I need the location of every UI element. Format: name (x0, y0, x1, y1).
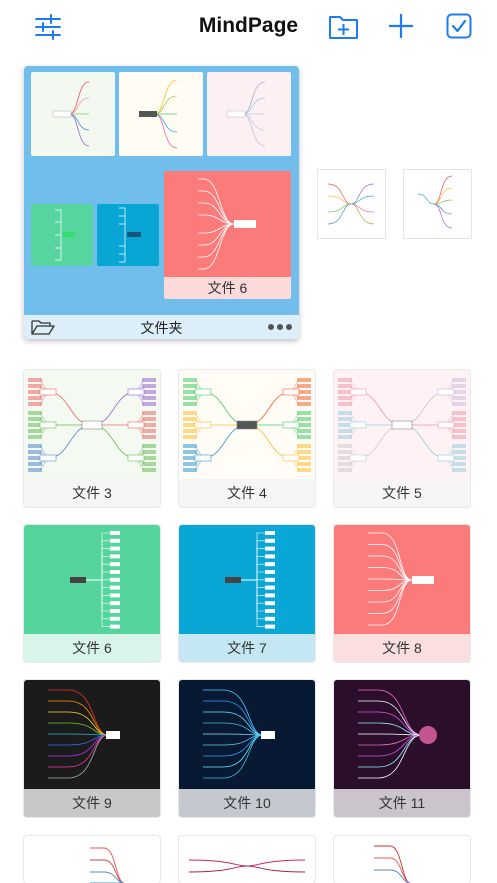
folder-thumb-2 (119, 72, 203, 156)
folder-thumb-3 (207, 72, 291, 156)
folder-inner-file-label: 文件 6 (164, 277, 291, 299)
new-folder-button[interactable] (328, 12, 360, 40)
file-card[interactable]: 文件 6 (24, 525, 160, 662)
folder-thumb-5 (97, 204, 159, 266)
settings-button[interactable] (34, 14, 62, 40)
file-card[interactable]: 文件 5 (334, 370, 470, 507)
more-dots-icon (268, 324, 292, 330)
mindmap-thumbnail (358, 689, 437, 779)
folder-plus-icon (329, 16, 358, 39)
mindmap-thumbnail (203, 689, 275, 779)
file-preview (334, 680, 470, 789)
app-title: MindPage (198, 14, 299, 37)
file-card-partial-1[interactable] (24, 836, 160, 883)
file-label: 文件 5 (334, 479, 470, 507)
folder-footer: 文件夹 (24, 315, 299, 339)
file-preview (24, 525, 160, 634)
plus-icon (389, 14, 413, 38)
folder-label: 文件夹 (140, 320, 183, 336)
file-preview-small-2[interactable] (403, 169, 472, 239)
file-preview (24, 680, 160, 789)
top-bar: MindPage (0, 0, 497, 54)
mindmap-thumbnail (48, 689, 120, 779)
folder-more-button[interactable] (267, 323, 295, 331)
add-button[interactable] (388, 13, 414, 39)
file-card[interactable]: 文件 7 (179, 525, 315, 662)
file-preview (24, 370, 160, 479)
folder-thumb-4 (31, 204, 93, 266)
file-card-partial-3[interactable] (334, 836, 470, 883)
select-button[interactable] (446, 13, 473, 40)
checkbox-icon (446, 13, 472, 39)
file-label: 文件 8 (334, 634, 470, 662)
mindmap-thumbnail (225, 531, 275, 629)
mindmap-thumbnail (28, 378, 156, 472)
file-label: 文件 9 (24, 789, 160, 817)
mindmap-thumbnail (338, 378, 466, 472)
mindmap-thumbnail (70, 531, 120, 629)
file-label: 文件 10 (179, 789, 315, 817)
file-label: 文件 4 (179, 479, 315, 507)
mindmap-thumbnail (183, 378, 311, 472)
file-preview (179, 525, 315, 634)
sliders-icon (35, 14, 61, 40)
file-card[interactable]: 文件 9 (24, 680, 160, 817)
folder-thumb-6: 文件 6 (164, 171, 291, 299)
file-label: 文件 11 (334, 789, 470, 817)
file-label: 文件 7 (179, 634, 315, 662)
file-card[interactable]: 文件 8 (334, 525, 470, 662)
file-preview (334, 370, 470, 479)
file-card[interactable]: 文件 3 (24, 370, 160, 507)
mindmap-thumbnail (368, 532, 434, 626)
folder-card[interactable]: 文件 6 文件夹 (24, 66, 299, 339)
file-preview-small-1[interactable] (317, 169, 386, 239)
file-label: 文件 6 (24, 634, 160, 662)
file-label: 文件 3 (24, 479, 160, 507)
folder-thumb-1 (31, 72, 115, 156)
file-card[interactable]: 文件 4 (179, 370, 315, 507)
file-preview (179, 680, 315, 789)
file-card-partial-2[interactable] (179, 836, 315, 883)
file-preview (179, 370, 315, 479)
file-card[interactable]: 文件 11 (334, 680, 470, 817)
file-preview (334, 525, 470, 634)
file-card[interactable]: 文件 10 (179, 680, 315, 817)
folder-open-icon (31, 319, 55, 336)
